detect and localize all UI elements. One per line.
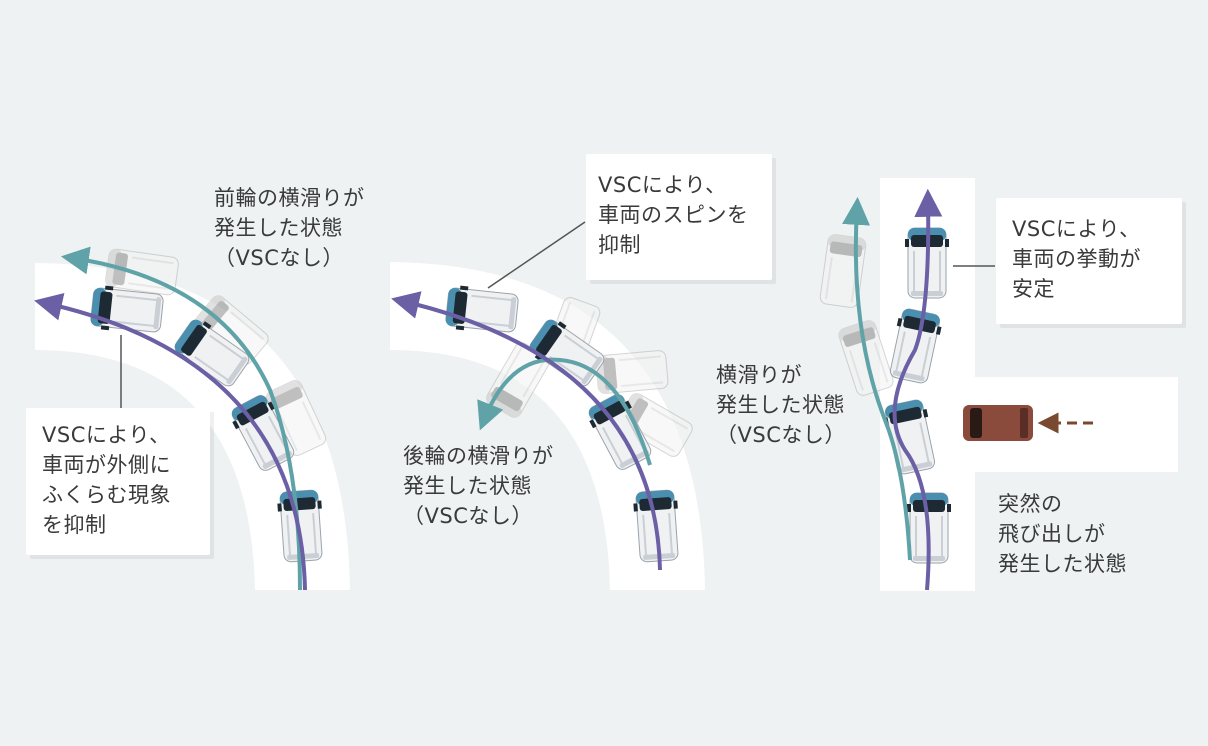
sudden-avoid-title: 横滑りが 発生した状態 （VSCなし） [716, 363, 846, 447]
front-slip-callout: VSCにより、 車両が外側に ふくらむ現象 を抑制 [26, 408, 210, 555]
path-no-vsc [477, 357, 652, 466]
sudden-avoid-callout: VSCにより、 車両の挙動が 安定 [996, 198, 1182, 324]
rear-slip-callout: VSCにより、 車両のスピンを 抑制 [586, 154, 772, 280]
path-vsc [34, 293, 307, 591]
sudden-event-label: 突然の 飛び出しが 発生した状態 [998, 492, 1127, 576]
leader-line [487, 221, 586, 289]
path-no-vsc [842, 196, 912, 561]
road-curve-2 [390, 262, 705, 590]
scene-rear-slip [390, 221, 705, 590]
ghost-car [594, 349, 670, 395]
road-curve-1 [35, 263, 350, 590]
path-vsc [391, 291, 662, 571]
intruder-car [963, 405, 1033, 441]
rear-slip-title: 後輪の横滑りが 発生した状態 （VSCなし） [403, 444, 554, 528]
path-vsc [892, 188, 943, 591]
front-slip-title: 前輪の横滑りが 発生した状態 （VSCなし） [214, 186, 365, 270]
scene-sudden-avoid [818, 178, 1178, 591]
scene-front-slip [34, 246, 350, 591]
